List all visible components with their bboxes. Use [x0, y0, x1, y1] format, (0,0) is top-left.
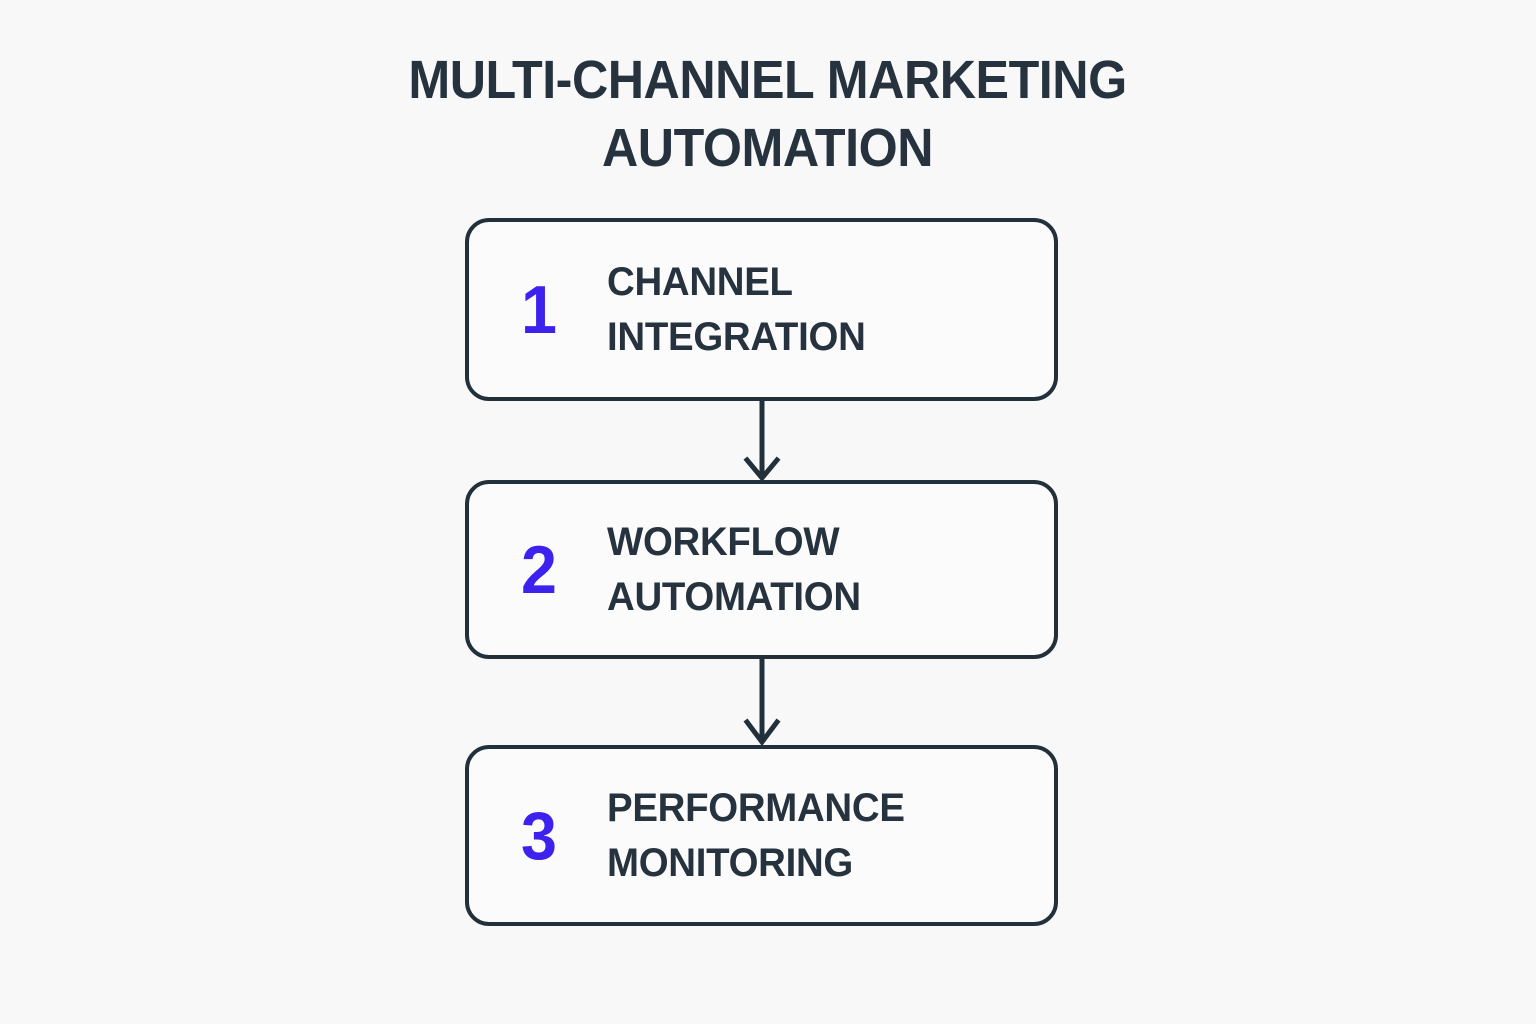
step-number-2: 2	[521, 531, 557, 608]
page-title: MULTI-CHANNEL MARKETING AUTOMATION	[408, 50, 1127, 178]
flow-step-2[interactable]: 2 WORKFLOW AUTOMATION	[465, 480, 1058, 659]
flow-step-3[interactable]: 3 PERFORMANCE MONITORING	[465, 745, 1058, 926]
arrow-down-icon	[743, 656, 781, 747]
arrow-down-icon	[743, 398, 781, 482]
step-number-3: 3	[521, 797, 557, 874]
step-number-1: 1	[521, 271, 557, 348]
connector-1-to-2	[723, 398, 801, 484]
flow-step-1[interactable]: 1 CHANNEL INTEGRATION	[465, 218, 1058, 401]
step-label-2: WORKFLOW AUTOMATION	[607, 519, 861, 619]
step-label-3: PERFORMANCE MONITORING	[607, 785, 905, 885]
connector-2-to-3	[723, 656, 801, 748]
step-label-1: CHANNEL INTEGRATION	[607, 259, 866, 359]
